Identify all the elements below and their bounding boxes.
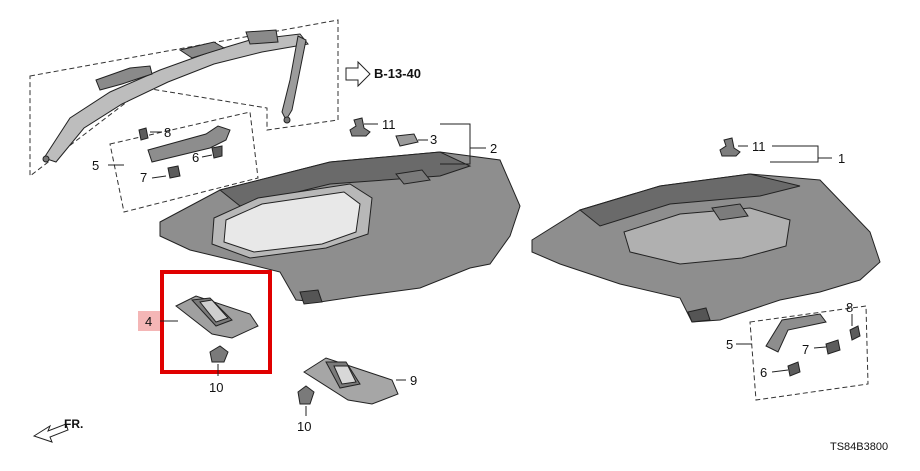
callout-8-left: 8 <box>164 125 171 140</box>
callout-1: 1 <box>838 151 845 166</box>
callout-11-right: 11 <box>752 139 766 154</box>
reference-label: B-13-40 <box>374 66 421 81</box>
callout-11-left: 11 <box>382 117 396 132</box>
clip-3 <box>395 133 419 147</box>
callout-10-right: 10 <box>297 419 311 434</box>
callout-6-left: 6 <box>192 150 199 165</box>
highlight-box <box>160 270 272 374</box>
headliner-standard <box>531 173 881 323</box>
grab-handle-group-right <box>749 305 869 401</box>
callout-8-right: 8 <box>846 300 853 315</box>
curtain-airbag-group <box>29 19 339 178</box>
callout-5-left: 5 <box>92 158 99 173</box>
headliner-sunroof <box>159 151 521 305</box>
callout-3: 3 <box>430 132 437 147</box>
callout-10-left: 10 <box>209 380 223 395</box>
sunvisor-left <box>175 295 259 339</box>
callout-4: 4 <box>145 314 152 329</box>
sunvisor-right <box>303 357 399 405</box>
clip-10-left <box>209 345 229 363</box>
front-direction-arrow <box>32 423 69 443</box>
callout-2: 2 <box>490 141 497 156</box>
front-direction-label: FR. <box>64 417 83 431</box>
clip-10-right <box>297 385 315 405</box>
callout-7-left: 7 <box>140 170 147 185</box>
clip-11-right <box>719 137 741 157</box>
diagram-code: TS84B3800 <box>830 441 888 453</box>
reference-arrow <box>345 60 371 88</box>
callout-7-right: 7 <box>802 342 809 357</box>
grab-handle-group-left <box>109 111 259 213</box>
callout-4-highlight <box>138 311 160 331</box>
callout-5-right: 5 <box>726 337 733 352</box>
clip-11-left <box>349 117 371 137</box>
callout-6-right: 6 <box>760 365 767 380</box>
callout-9: 9 <box>410 373 417 388</box>
